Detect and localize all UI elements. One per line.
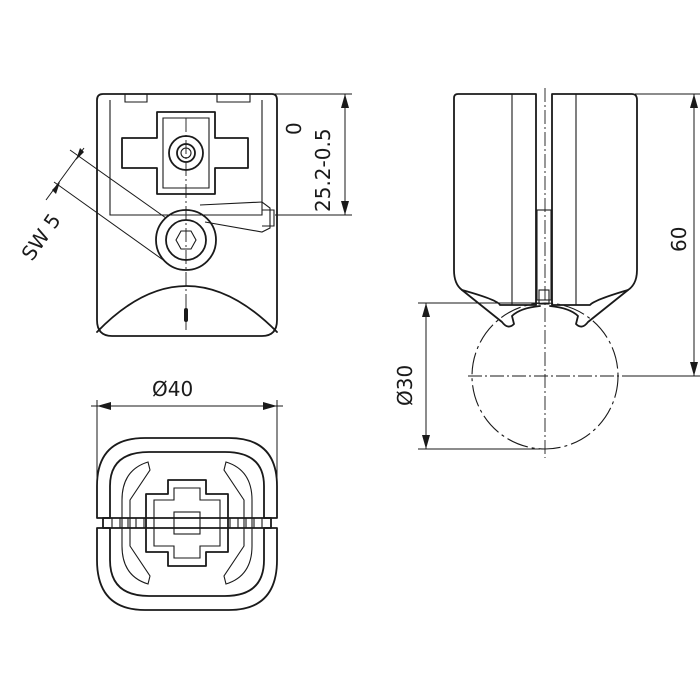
dim-width: Ø40 [91, 377, 283, 486]
side-view-slot-cap [538, 289, 550, 305]
wrench-size-label: SW 5 [16, 209, 65, 265]
height-label: 60 [667, 227, 691, 252]
top-view-lower-jaw [96, 527, 278, 611]
tube-arrow-bottom [422, 435, 430, 449]
sw-arrow-2 [52, 182, 60, 194]
clamp-range-bottom-label: 25.2-0.5 [311, 128, 335, 212]
top-view-upper-jaw [96, 437, 278, 519]
dim-height: 60 [622, 93, 700, 377]
front-view-top-notch-right [216, 94, 251, 103]
width-arrow-right [263, 402, 277, 410]
width-diameter-label: Ø40 [152, 377, 193, 401]
clamp-arrow-top [341, 94, 349, 108]
sw-ext-line-2 [53, 181, 167, 263]
front-view-saddle [96, 285, 278, 333]
side-view-right-half [551, 93, 638, 306]
clamp-range-top-label: 0 [282, 122, 306, 135]
dim-clamp-range: 0 25.2-0.5 [275, 93, 352, 216]
front-view-lever-tip [262, 209, 275, 227]
dim-wrench-size: SW 5 [16, 147, 167, 265]
top-view-pad-left [121, 461, 151, 585]
height-arrow-bottom [690, 362, 698, 376]
clamp-arrow-bottom [341, 201, 349, 215]
side-view-slot [536, 209, 552, 301]
side-view [453, 88, 638, 458]
front-view-cross-inner [162, 117, 210, 189]
top-view-split-bar [102, 517, 272, 529]
side-view-jaw-left [461, 289, 541, 328]
dim-tube-diameter: Ø30 [393, 302, 540, 450]
front-view [96, 93, 278, 337]
top-view-pad-right [223, 461, 253, 585]
front-view-slot-mark [184, 308, 188, 322]
front-view-cross-clamp [121, 111, 249, 195]
sw-arrow-1 [76, 148, 84, 160]
front-view-lever-arm [199, 201, 271, 233]
side-view-left-half [453, 93, 537, 306]
front-view-hex-socket [175, 230, 197, 250]
top-view-center-nut [173, 511, 201, 535]
tube-arrow-top [422, 303, 430, 317]
height-arrow-top [690, 94, 698, 108]
sw-ext-line-1 [69, 149, 167, 219]
side-view-jaw-right [549, 289, 629, 328]
tube-diameter-label: Ø30 [393, 365, 417, 406]
front-view-body-outline [96, 93, 278, 337]
width-arrow-left [97, 402, 111, 410]
front-view-top-notch-left [124, 94, 148, 103]
top-view-split-hatch [111, 518, 263, 528]
top-view [96, 437, 278, 611]
top-view-cross-inner [153, 487, 221, 559]
top-view-cross-block [145, 479, 229, 567]
